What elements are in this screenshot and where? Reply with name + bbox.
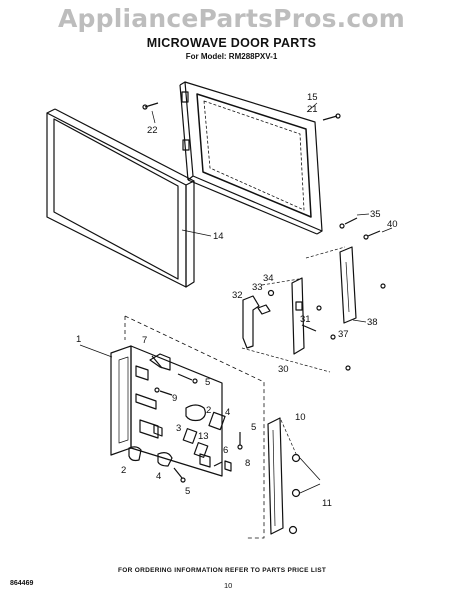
callout-34: 34 <box>263 273 274 284</box>
callout-5c: 5 <box>185 486 190 497</box>
diagram-title: MICROWAVE DOOR PARTS <box>146 36 317 50</box>
callout-37: 37 <box>338 329 349 340</box>
callout-1: 1 <box>76 334 81 345</box>
callout-22: 22 <box>147 125 158 136</box>
model-subtitle: For Model: RM288PXV-1 <box>185 52 278 61</box>
callout-15: 15 <box>307 92 318 103</box>
callout-3: 3 <box>176 423 181 434</box>
callout-2: 2 <box>206 405 211 416</box>
callout-9: 9 <box>172 393 177 404</box>
callout-labels: 1 2 2 3 4 4 5 5 5 6 7 8 9 10 11 13 14 15… <box>76 92 398 509</box>
callout-35: 35 <box>370 209 381 220</box>
screw-part-21 <box>322 113 341 121</box>
latch-hook-part-32 <box>242 295 260 349</box>
small-parts <box>153 424 232 472</box>
callout-leaders <box>79 102 393 358</box>
screw-parts <box>316 217 386 371</box>
lever-part-2 <box>128 404 206 467</box>
callout-21: 21 <box>307 104 318 115</box>
callout-4b: 4 <box>156 471 161 482</box>
ordering-note: FOR ORDERING INFORMATION REFER TO PARTS … <box>118 567 327 574</box>
callout-5: 5 <box>205 377 210 388</box>
screw-part-5 <box>154 373 243 483</box>
leader-lines <box>241 246 346 457</box>
callout-2b: 2 <box>121 465 126 476</box>
callout-38: 38 <box>367 317 378 328</box>
callout-30: 30 <box>278 364 289 375</box>
callout-7: 7 <box>142 335 147 346</box>
latch-housing-part <box>110 345 223 477</box>
callout-6: 6 <box>223 445 228 456</box>
callout-8: 8 <box>245 458 250 469</box>
watermark: AppliancePartsPros.com <box>57 4 406 33</box>
latch-plate-part-30 <box>291 277 317 355</box>
callout-33: 33 <box>252 282 263 293</box>
bracket-part-38 <box>339 246 357 324</box>
callout-10: 10 <box>295 412 306 423</box>
switch-part-4 <box>193 411 226 458</box>
callout-32: 32 <box>232 290 243 301</box>
screw-part-22 <box>142 102 159 124</box>
callout-40: 40 <box>387 219 398 230</box>
bracket-part-10 <box>267 417 284 535</box>
page-number: 10 <box>224 581 233 590</box>
callout-5b: 5 <box>251 422 256 433</box>
callout-11: 11 <box>322 498 332 509</box>
callout-4: 4 <box>225 407 230 418</box>
door-panel-part <box>46 108 195 288</box>
callout-31: 31 <box>300 314 311 325</box>
latch-pin-parts <box>257 289 275 315</box>
bumper-part-11 <box>288 453 321 535</box>
assembly-outline <box>124 315 265 539</box>
callout-14: 14 <box>213 231 224 242</box>
door-frame-part <box>179 81 323 235</box>
callout-13: 13 <box>198 431 209 442</box>
document-number: 864469 <box>10 580 34 587</box>
